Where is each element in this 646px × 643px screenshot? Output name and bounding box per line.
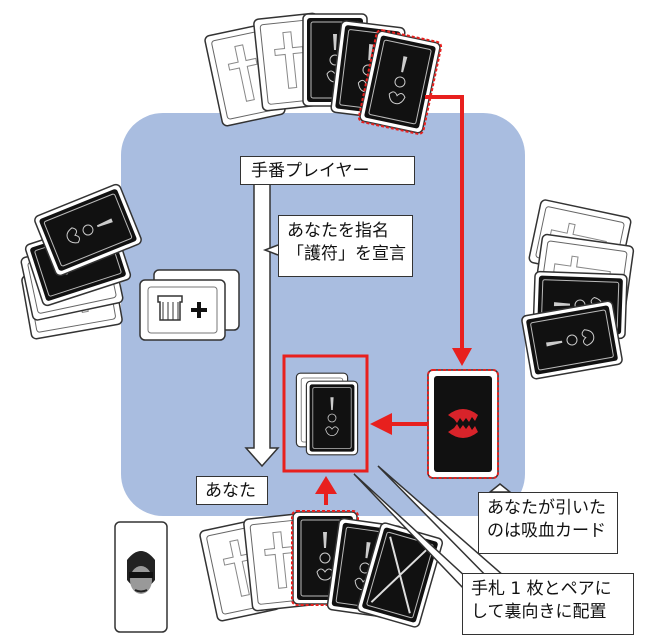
drew-card-callout: あなたが引いた のは吸血カード	[478, 492, 618, 554]
declaration-callout: あなたを指名 「護符」を宣言	[278, 215, 413, 277]
amulet-card-pair	[139, 269, 240, 341]
pair-line-2: して裏向きに配置	[471, 601, 607, 622]
sunglasses-man-icon	[127, 551, 155, 594]
turn-direction-arrow	[244, 182, 280, 468]
right-player-hand	[520, 198, 635, 381]
player-portrait-card	[114, 521, 168, 633]
game-table	[121, 113, 525, 516]
declaration-line-1: あなたを指名	[287, 221, 389, 241]
amulet-icon	[147, 286, 218, 334]
fangs-icon	[448, 409, 478, 438]
placed-card-pair	[282, 354, 369, 473]
bottom-player-hand	[198, 510, 445, 630]
pair-placement-callout: 手札 1 枚とペアに して裏向きに配置	[462, 573, 634, 635]
declaration-line-2: 「護符」を宣言	[287, 243, 406, 264]
pair-line-1: 手札 1 枚とペアに	[471, 579, 612, 599]
vampire-card	[427, 369, 499, 479]
drew-line-1: あなたが引いた	[487, 498, 606, 518]
turn-player-text: 手番プレイヤー	[251, 161, 370, 181]
you-text: あなた	[205, 481, 256, 501]
you-label: あなた	[196, 476, 268, 505]
drew-line-2: のは吸血カード	[487, 520, 606, 541]
red-arrows	[315, 95, 472, 505]
turn-player-label: 手番プレイヤー	[240, 156, 415, 185]
